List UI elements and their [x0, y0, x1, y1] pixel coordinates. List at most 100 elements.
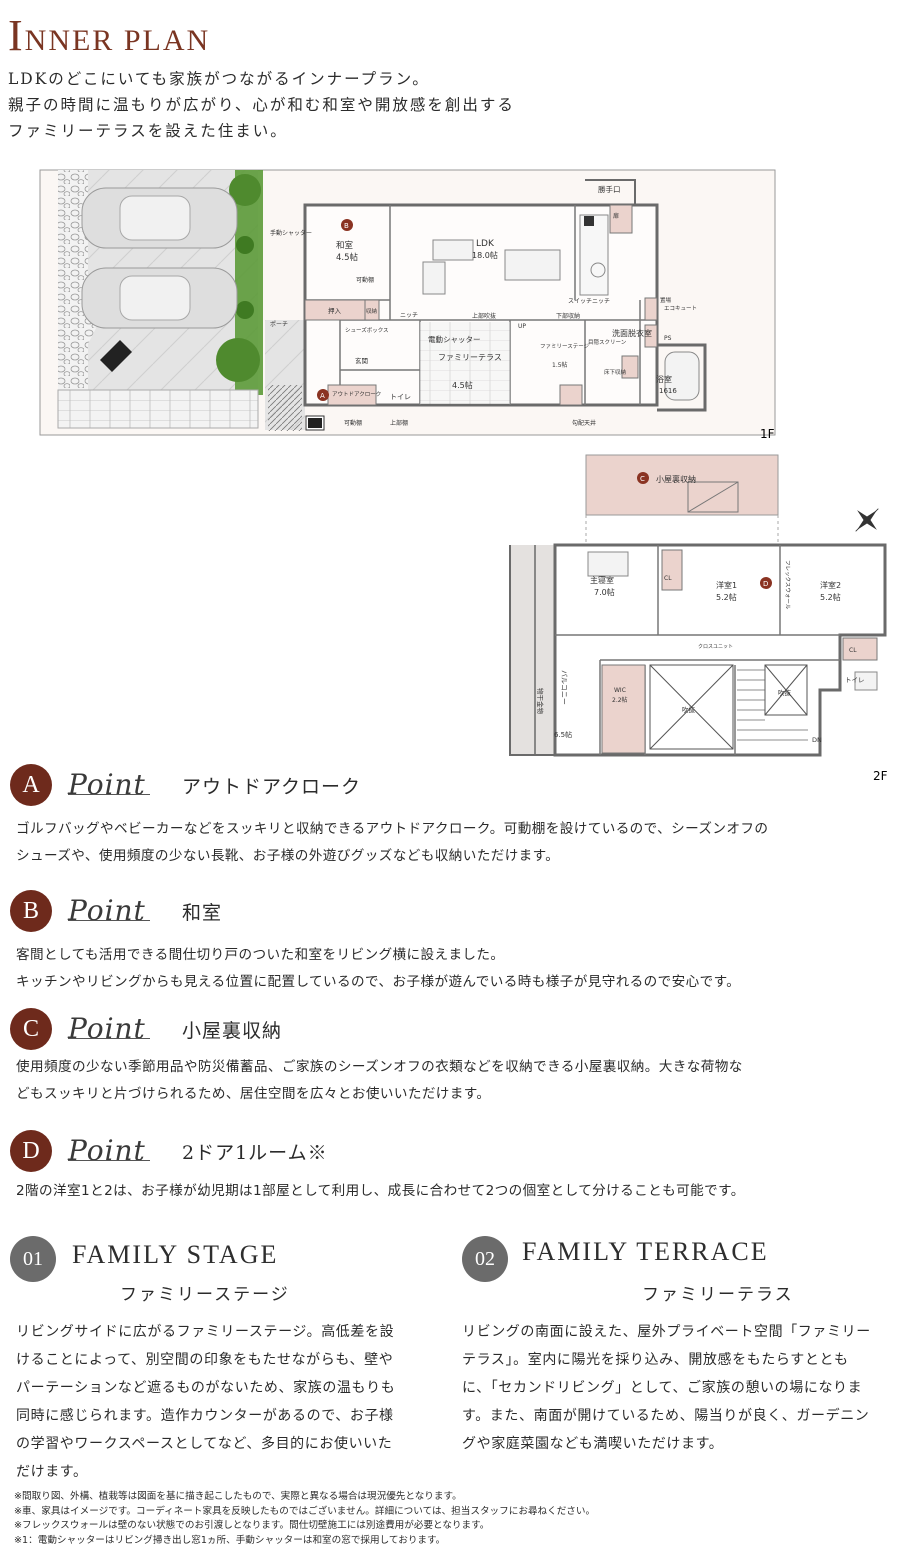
- label-outdoor-cloak: アウトドアクローク: [332, 390, 381, 398]
- label-jobu-fukinuke: 上部吹抜: [472, 312, 496, 320]
- label-balcony-size: 6.5帖: [554, 730, 572, 739]
- label-tebiki-shutter: 手動シャッター: [270, 229, 312, 237]
- label-porch: ポーチ: [270, 320, 288, 328]
- intro-line: 親子の時間に温もりが広がり、心が和む和室や開放感を創出する: [8, 92, 515, 118]
- label-koubai: 勾配天井: [572, 419, 596, 427]
- label-dn: DN: [812, 736, 822, 744]
- label-shushinshitsu-size: 7.0帖: [594, 587, 615, 597]
- label-up: UP: [518, 323, 526, 330]
- label-koyaura: 小屋裏収納: [656, 474, 696, 484]
- point-name: 小屋裏収納: [182, 1016, 282, 1043]
- car-icon: [82, 188, 237, 248]
- intro-line: LDKのどこにいても家族がつながるインナープラン。: [8, 66, 515, 92]
- label-yokushitsu: 浴室: [656, 374, 672, 384]
- label-yoshitsu2-size: 5.2帖: [820, 592, 841, 602]
- label-washitsu: 和室: [336, 240, 354, 251]
- point-word: Point: [68, 768, 146, 801]
- feature-02-body: リビングの南面に設えた、屋外プライベート空間「ファミリー テラス」。室内に陽光を…: [462, 1318, 871, 1458]
- label-ldk-size: 18.0帖: [472, 250, 498, 260]
- point-badge: A: [10, 764, 52, 806]
- label-cl: CL: [664, 575, 672, 582]
- label-toilet: トイレ: [390, 393, 411, 401]
- label-kadoudana: 可動棚: [356, 276, 374, 284]
- feature-02-subtitle: ファミリーテラス: [642, 1280, 794, 1305]
- point-name: 2ドア1ルーム※: [182, 1138, 328, 1165]
- feature-01-subtitle: ファミリーステージ: [120, 1280, 290, 1305]
- label-switch-niche: スイッチニッチ: [568, 298, 610, 305]
- feature-01-badge: 01: [10, 1236, 56, 1282]
- point-a-body: ゴルフバッグやベビーカーなどをスッキリと収納できるアウトドアクローク。可動棚を設…: [16, 816, 768, 870]
- marker-b: B: [341, 219, 353, 231]
- label-ecocute: エコキュート: [664, 305, 697, 312]
- label-family-stage: ファミリーステージ: [540, 343, 590, 350]
- point-b-body: 客間としても活用できる間仕切り戸のついた和室をリビング横に設えました。 キッチン…: [16, 942, 740, 996]
- label-genkan: 玄関: [355, 356, 368, 365]
- label-monohoshi: 物干金物: [536, 688, 545, 715]
- marker-d: D: [760, 577, 772, 589]
- footnote: ※フレックスウォールは壁のない状態でのお引渡しとなります。間仕切壁施工には別途費…: [14, 1519, 595, 1534]
- label-yoshitsu1-size: 5.2帖: [716, 592, 737, 602]
- footnote: ※1：電動シャッターはリビング掃き出し窓1ヵ所、手動シャッターは和室の窓で採用し…: [14, 1534, 595, 1548]
- label-kadoudana-2: 可動棚: [344, 419, 362, 427]
- label-family-terrace-size: 4.5帖: [452, 380, 473, 390]
- feature-01-body: リビングサイドに広がるファミリーステージ。高低差を設 けることによって、別空間の…: [16, 1318, 395, 1486]
- label-yoshitsu1: 洋室1: [716, 580, 737, 590]
- point-word: Point: [68, 1134, 146, 1167]
- label-shushinshitsu: 主寝室: [590, 575, 614, 585]
- label-kattekuchi: 勝手口: [598, 184, 621, 194]
- label-flex-wall: フレックスウォール: [784, 560, 792, 610]
- floor-plan: 勝手口 扉 手動シャッター 和室 4.5帖 可動棚 LDK 18.0帖 押入 収…: [0, 160, 900, 780]
- floor2-label: 2F: [873, 769, 888, 780]
- label-mokusukurin: 目隠スクリーン: [588, 338, 627, 346]
- label-ldk: LDK: [476, 239, 495, 249]
- point-badge: B: [10, 890, 52, 932]
- label-clothes-unit: クロスユニット: [698, 644, 733, 650]
- label-fukinuke: 吹抜: [682, 705, 696, 714]
- marker-c: C: [637, 472, 649, 484]
- point-badge: C: [10, 1008, 52, 1050]
- label-washitsu-size: 4.5帖: [336, 252, 359, 263]
- intro-text: LDKのどこにいても家族がつながるインナープラン。 親子の時間に温もりが広がり、…: [8, 66, 515, 144]
- point-name: アウトドアクローク: [182, 772, 361, 799]
- marker-a: A: [317, 389, 329, 401]
- label-family-terrace: ファミリーテラス: [438, 353, 502, 362]
- label-ps: PS: [664, 335, 672, 342]
- label-yukashita: 床下収納: [604, 368, 627, 376]
- label-family-stage-size: 1.5帖: [552, 361, 568, 369]
- feature-02-badge: 02: [462, 1236, 508, 1282]
- point-word: Point: [68, 1012, 146, 1045]
- label-shoes-box: シューズボックス: [345, 326, 389, 334]
- label-wic: WIC: [614, 687, 626, 694]
- footnotes: ※間取り図、外構、植栽等は図面を基に描き起こしたもので、実際と異なる場合は現況優…: [14, 1490, 595, 1548]
- intro-line: ファミリーテラスを設えた住まい。: [8, 118, 515, 144]
- floor1-label: 1F: [760, 427, 775, 441]
- svg-text:A: A: [320, 392, 325, 400]
- footnote: ※間取り図、外構、植栽等は図面を基に描き起こしたもので、実際と異なる場合は現況優…: [14, 1490, 595, 1505]
- label-dendo-shutter: 電動シャッター: [428, 335, 481, 344]
- point-c-body: 使用頻度の少ない季節用品や防災備蓄品、ご家族のシーズンオフの衣類などを収納できる…: [16, 1054, 743, 1108]
- label-okiba: 置場: [660, 296, 672, 304]
- svg-text:B: B: [344, 222, 349, 230]
- label-nicchi: ニッチ: [400, 312, 418, 319]
- label-senmen: 洗面脱衣室: [612, 328, 652, 338]
- feature-02-title: FAMILY TERRACE: [522, 1237, 769, 1267]
- car-icon: [82, 268, 237, 328]
- label-toilet2: トイレ: [845, 676, 865, 684]
- point-name: 和室: [182, 898, 222, 925]
- label-yokushitsu-size: 1616: [659, 387, 677, 395]
- label-cl-2: CL: [849, 647, 857, 654]
- label-shuno: 収納: [366, 307, 378, 315]
- point-word: Point: [68, 894, 146, 927]
- label-yoshitsu2: 洋室2: [820, 580, 841, 590]
- compass-icon: [855, 508, 879, 532]
- label-jobudana: 上部棚: [390, 419, 408, 427]
- label-fukinuke-2: 吹抜: [778, 688, 792, 697]
- point-d-body: 2階の洋室1と2は、お子様が幼児期は1部屋として利用し、成長に合わせて2つの個室…: [16, 1178, 745, 1205]
- label-balcony: バルコニー: [560, 670, 568, 705]
- label-tobira: 扉: [613, 212, 619, 220]
- footnote: ※車、家具はイメージです。コーディネート家具を反映したものではございません。詳細…: [14, 1505, 595, 1520]
- label-oshiire: 押入: [328, 306, 342, 315]
- feature-01-title: FAMILY STAGE: [72, 1240, 278, 1270]
- svg-text:C: C: [640, 475, 645, 483]
- svg-text:D: D: [763, 580, 768, 588]
